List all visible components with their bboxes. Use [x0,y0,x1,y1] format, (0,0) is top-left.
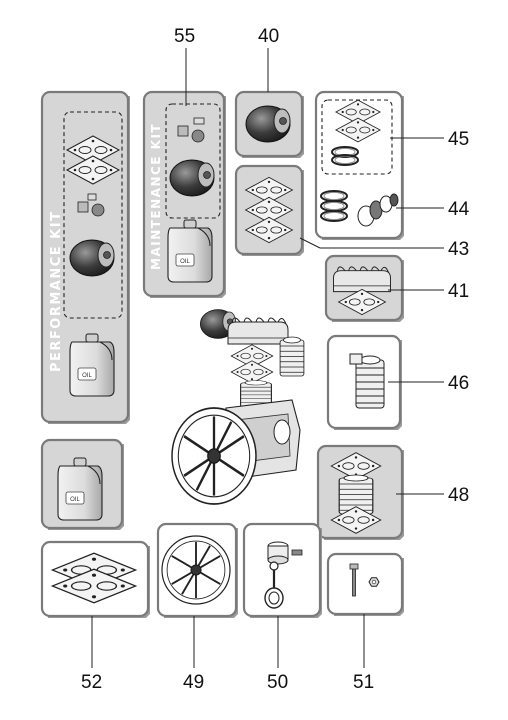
callout-44: 44 [448,199,470,220]
callout-55: 55 [174,26,195,47]
callout-49: 49 [183,672,204,693]
callout-40: 40 [258,26,279,47]
oil-bottle-icon [69,333,115,397]
flywheel-icon [161,535,231,605]
cylinder-head-icon [333,266,391,293]
part-41-cylinder-head[interactable] [324,254,404,322]
callout-45: 45 [448,129,469,150]
air-filter-icon [245,105,291,143]
cylinder-port-icon [349,353,363,365]
part-40-air-filter[interactable] [234,90,304,158]
part-48-cylinder-kit[interactable] [316,444,404,540]
valve-icon [357,193,399,227]
connecting-rod-icon [264,561,284,609]
air-filter-icon [69,239,115,277]
performance-kit-panel[interactable]: PERFORMANCE KIT [40,90,130,424]
cylinder-head-icon [227,317,289,345]
callout-46: 46 [448,373,469,394]
callout-43: 43 [448,239,469,260]
part-49-flywheel[interactable] [156,522,238,618]
oil-bottle-box[interactable] [40,438,124,530]
gasket-icon [230,360,274,384]
part-46-cylinder[interactable] [326,334,402,430]
callout-51: 51 [353,672,374,693]
maintenance-kit-panel[interactable]: MAINTENANCE KIT [142,90,226,298]
part-50-piston-rod[interactable] [242,522,322,618]
maintenance-kit-label: MAINTENANCE KIT [149,123,163,270]
flywheel-icon [170,406,258,506]
leader-lines [91,48,444,668]
cylinder-icon [279,336,305,377]
part-45-dashed-group [321,99,393,175]
oil-bottle-icon [57,457,103,521]
bolt-icon [349,563,359,597]
callout-52: 52 [81,672,102,693]
oil-bottle-icon [167,219,213,283]
air-filter-icon [169,159,215,197]
maintenance-kit-dashed-group [165,103,221,219]
compressor-pump-assembly [170,309,305,506]
callout-48: 48 [448,485,469,506]
part-51-bolts[interactable] [326,552,404,616]
callout-41: 41 [448,281,469,302]
callout-numbers: 55 40 45 44 43 41 46 48 52 49 50 51 [81,26,470,693]
part-52-base-gasket[interactable] [40,540,150,618]
part-43-gasket-set[interactable] [234,164,304,256]
callout-50: 50 [267,672,288,693]
piston-icon [267,541,303,565]
part-44-45-rings-valves[interactable] [314,90,404,240]
nut-icon [368,577,380,587]
piston-ring-icon [177,117,205,143]
piston-ring-icon [77,193,105,217]
performance-kit-label: PERFORMANCE KIT [49,211,64,372]
performance-kit-dashed-group [63,111,123,319]
